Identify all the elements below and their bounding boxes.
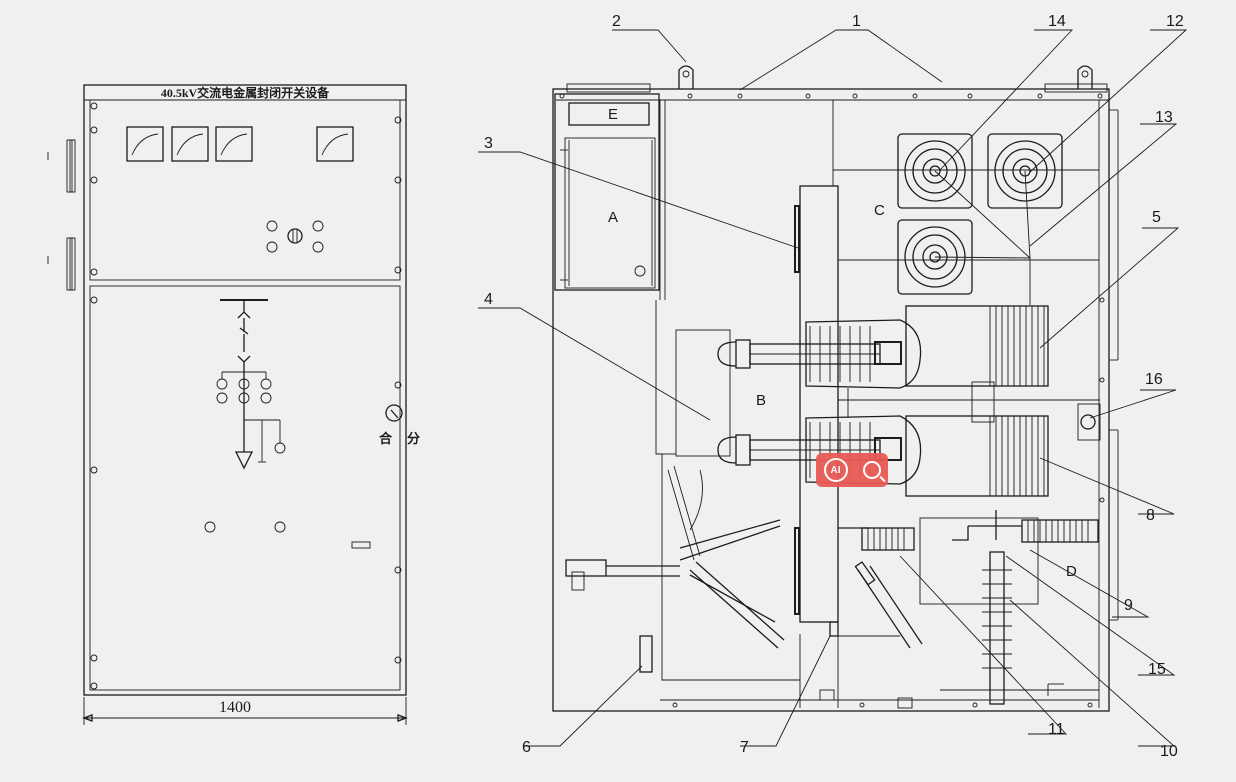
compartment-d <box>838 510 1099 705</box>
door-screws <box>90 102 402 690</box>
cabinet-frame <box>552 88 1110 712</box>
callout-3: 3 <box>484 135 493 152</box>
callout-1: 1 <box>852 13 861 30</box>
control-buttons <box>266 220 324 253</box>
earthing-mechanism <box>565 465 913 709</box>
compartment-b <box>655 300 1100 681</box>
callout-7: 7 <box>740 739 749 756</box>
callout-8: 8 <box>1146 507 1155 524</box>
zone-e-label: E <box>608 106 618 123</box>
zone-c-label: C <box>874 202 885 219</box>
mimic-diagram <box>216 299 286 470</box>
callout-leaders <box>478 29 1188 747</box>
callout-15: 15 <box>1148 661 1166 678</box>
door-hinges <box>47 139 76 291</box>
breaker-panel <box>799 185 839 623</box>
compartment-c <box>897 133 1063 305</box>
zone-b-label: B <box>756 392 766 409</box>
side-view: E A B C D 1 2 3 <box>478 13 1188 760</box>
callout-5: 5 <box>1152 209 1161 226</box>
width-dimension-label: 1400 <box>219 699 251 716</box>
panel-meters <box>126 126 354 162</box>
frame-bolts <box>559 93 1105 708</box>
callout-numbers: 1 2 3 4 5 6 7 8 9 10 11 12 13 14 15 16 <box>484 13 1184 760</box>
lifting-eye <box>678 65 694 89</box>
callout-11: 11 <box>1048 721 1065 738</box>
ai-assistant-icon[interactable]: AI <box>823 458 848 482</box>
magnifier-search-icon[interactable] <box>862 461 881 479</box>
zone-d-label: D <box>1066 563 1077 580</box>
compartment-a <box>554 93 660 291</box>
front-view: 40.5kV交流电金属封闭开关设备 <box>47 84 420 725</box>
close-open-indicator: 合 分 <box>379 404 420 446</box>
callout-14: 14 <box>1048 13 1066 30</box>
door-handle <box>351 541 371 549</box>
zone-a-label: A <box>608 209 618 226</box>
status-close-label: 合 <box>379 431 393 446</box>
current-transformers <box>905 305 1049 497</box>
ai-search-badge[interactable]: AI <box>816 453 888 487</box>
callout-16: 16 <box>1145 371 1163 388</box>
callout-9: 9 <box>1124 597 1133 614</box>
callout-10: 10 <box>1160 743 1178 760</box>
width-dimension: 1400 <box>82 697 408 725</box>
nameplate: 40.5kV交流电金属封闭开关设备 <box>161 85 330 100</box>
status-open-label: 分 <box>407 431 420 446</box>
callout-12: 12 <box>1166 13 1184 30</box>
callout-2: 2 <box>612 13 621 30</box>
callout-4: 4 <box>484 291 493 308</box>
callout-13: 13 <box>1155 109 1173 126</box>
front-cabinet-outline <box>83 84 407 696</box>
callout-6: 6 <box>522 739 531 756</box>
illumination-lamp <box>1077 403 1101 441</box>
